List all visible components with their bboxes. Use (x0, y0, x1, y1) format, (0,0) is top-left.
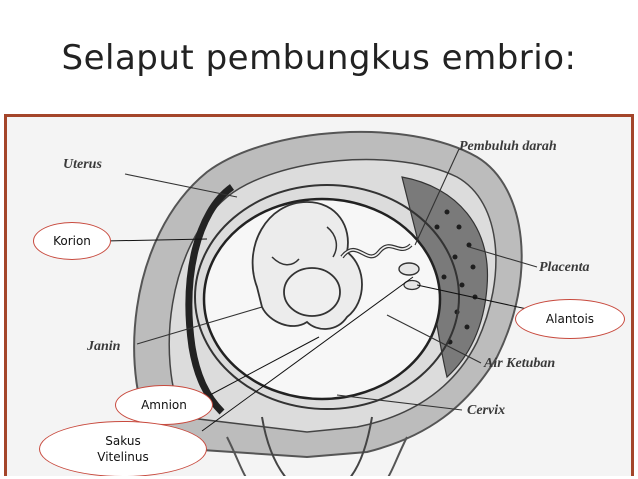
label-placenta: Placenta (539, 260, 590, 275)
callout-alantois: Alantois (515, 299, 625, 339)
chorion-membrane (194, 184, 460, 410)
yolk-sac (398, 262, 420, 276)
callout-amnion-text: Amnion (141, 397, 187, 412)
label-janin: Janin (87, 339, 121, 354)
callout-korion-text: Korion (53, 233, 91, 248)
callout-sakus-text: Sakus Vitelinus (97, 433, 149, 465)
allantois-sac (403, 279, 421, 291)
callout-sakus-line2: Vitelinus (97, 450, 149, 464)
uterine-lining (185, 184, 235, 415)
cervix-canal (261, 416, 373, 476)
callout-leader-lines (104, 238, 528, 432)
label-uterus: Uterus (63, 157, 102, 172)
label-air-ketuban: Air Ketuban (484, 356, 556, 371)
label-pembuluh-darah: Pembuluh darah (459, 139, 557, 154)
slide-title: Selaput pembungkus embrio: (61, 38, 577, 78)
callout-amnion: Amnion (115, 385, 213, 425)
label-cervix: Cervix (467, 403, 506, 418)
callout-korion: Korion (33, 222, 111, 260)
fetus-limb (271, 256, 300, 266)
label-leader-lines (124, 148, 538, 411)
fetus-limb (326, 226, 338, 258)
umbilical-cord-inner (341, 244, 412, 258)
uterus-diagram: Uterus Pembuluh darah Placenta Janin Air… (4, 114, 634, 476)
cervix-wall (226, 436, 408, 476)
callout-sakus-line1: Sakus (105, 433, 141, 448)
uterus-illustration (104, 130, 538, 476)
callout-alantois-text: Alantois (545, 311, 595, 326)
fetus-head (283, 267, 341, 317)
callout-sakus-vitelinus: Sakus Vitelinus (39, 421, 207, 476)
